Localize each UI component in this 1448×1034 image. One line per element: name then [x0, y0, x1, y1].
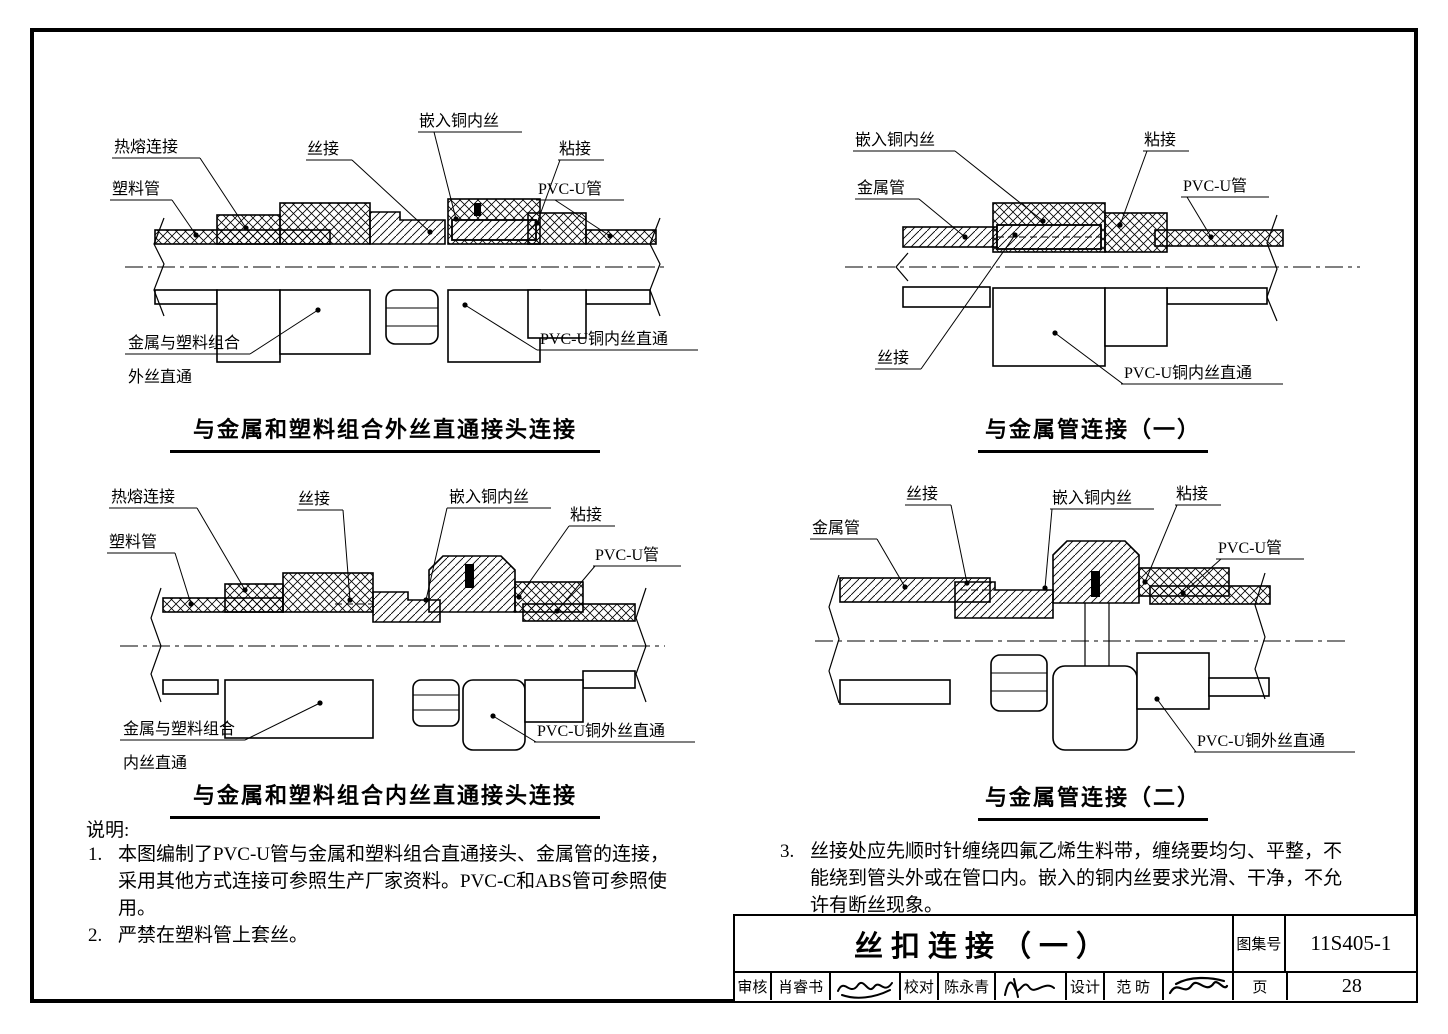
designer-label: 设计	[1065, 973, 1103, 1000]
label-pvc-fitting: PVC-U铜外丝直通	[537, 722, 665, 740]
signature-scribble	[1168, 976, 1228, 994]
label-pvc-fitting: PVC-U铜外丝直通	[1197, 732, 1325, 750]
title-block-row-1: 丝扣连接（一） 图集号 11S405-1	[735, 916, 1416, 973]
title-block-row-2: 审核 肖睿书 校对 陈永青 设计 范 昉	[735, 973, 1416, 1000]
label-pvc-pipe: PVC-U管	[538, 180, 602, 198]
proofreader-label: 校对	[899, 973, 937, 1000]
designer-signature	[1161, 973, 1233, 1000]
designer-name: 范 昉	[1102, 973, 1162, 1000]
label-adhesive: 粘接	[570, 506, 602, 524]
reviewer-name: 肖睿书	[769, 973, 830, 1000]
label-pvc-fitting: PVC-U铜内丝直通	[540, 330, 668, 348]
caption-diagram-3: 与金属和塑料组合内丝直通接头连接	[170, 778, 600, 819]
label-fitting-line2: 内丝直通	[123, 754, 187, 772]
label-pvc-pipe: PVC-U管	[595, 546, 659, 564]
page-label: 页	[1232, 973, 1286, 1000]
atlas-number-value: 11S405-1	[1310, 931, 1392, 955]
diagram-combined-external-thread: 热熔连接 塑料管 丝接 嵌入铜内丝 粘接 PVC-U管 金属与塑料组合 外丝直通…	[110, 112, 698, 386]
note-number: 3.	[780, 841, 795, 862]
label-thread: 丝接	[307, 140, 339, 158]
label-plastic-pipe: 塑料管	[112, 180, 160, 198]
leader-lines	[171, 131, 613, 355]
label-copper-insert: 嵌入铜内丝	[449, 488, 529, 506]
label-adhesive: 粘接	[1144, 131, 1176, 149]
label-fitting-line1: 金属与塑料组合	[128, 334, 240, 352]
label-adhesive: 粘接	[559, 140, 591, 158]
atlas-number-label: 图集号	[1234, 916, 1286, 971]
label-copper-insert: 嵌入铜内丝	[855, 131, 935, 149]
notes-heading: 说明:	[86, 820, 130, 841]
label-pvc-fitting: PVC-U铜内丝直通	[1124, 364, 1252, 382]
note-line: 丝接处应先顺时针缠绕四氟乙烯生料带，缠绕要均匀、平整，不	[810, 841, 1343, 862]
reviewer-label: 审核	[737, 980, 768, 996]
label-plastic-pipe: 塑料管	[109, 533, 157, 551]
label-thread: 丝接	[906, 485, 938, 503]
proofreader-signature	[994, 973, 1065, 1000]
label-metal-pipe: 金属管	[812, 519, 860, 537]
label-hot-melt: 热熔连接	[111, 488, 175, 506]
label-pvc-pipe: PVC-U管	[1183, 177, 1247, 195]
label-fitting-line2: 外丝直通	[128, 368, 192, 386]
note-line: 能绕到管头外或在管口内。嵌入的铜内丝要求光滑、干净，不允	[810, 868, 1343, 889]
note-line: 本图编制了PVC-U管与金属和塑料组合直通接头、金属管的连接，	[118, 844, 670, 865]
reviewer-signature	[829, 973, 899, 1000]
label-fitting-line1: 金属与塑料组合	[123, 720, 235, 738]
caption-diagram-2: 与金属管连接（一）	[978, 412, 1208, 453]
proofreader-name: 陈永青	[936, 973, 995, 1000]
pipe-geometry	[902, 202, 1284, 367]
title-block: 丝扣连接（一） 图集号 11S405-1 审核 肖睿书 校对 陈永青 设计	[733, 914, 1418, 1003]
note-line: 采用其他方式连接可参照生产厂家资料。PVC-C和ABS管可参照使	[118, 871, 667, 892]
note-line: 许有断丝现象。	[810, 895, 944, 916]
signature-scribble	[1003, 977, 1055, 998]
diagram-metal-pipe-connection-2: 丝接 嵌入铜内丝 粘接 金属管 PVC-U管 PVC-U铜外丝直通	[810, 485, 1355, 753]
pipe-break-marks	[895, 214, 1278, 322]
pipe-geometry	[154, 198, 657, 363]
note-line: 用。	[118, 898, 157, 919]
label-underlines	[810, 504, 1355, 753]
page-border-frame	[30, 28, 1418, 1003]
pipe-break-marks	[828, 572, 1266, 704]
pipe-break-marks	[153, 217, 661, 317]
label-underlines	[110, 131, 698, 355]
label-copper-insert: 嵌入铜内丝	[1052, 489, 1132, 507]
page-number: 28	[1285, 973, 1416, 1000]
leader-lines	[876, 504, 1222, 753]
leader-lines	[918, 150, 1214, 385]
note-line: 严禁在塑料管上套丝。	[118, 925, 309, 946]
label-adhesive: 粘接	[1176, 485, 1208, 503]
note-number: 2.	[88, 925, 103, 946]
caption-diagram-1: 与金属和塑料组合外丝直通接头连接	[170, 412, 600, 453]
label-underlines	[853, 150, 1283, 385]
sheet-title: 丝扣连接（一）	[735, 916, 1235, 971]
pipe-geometry	[162, 555, 636, 751]
label-thread: 丝接	[298, 490, 330, 508]
caption-diagram-4: 与金属管连接（二）	[978, 780, 1208, 821]
label-thread: 丝接	[877, 349, 909, 367]
leader-lines	[174, 507, 596, 743]
label-metal-pipe: 金属管	[857, 179, 905, 197]
label-copper-insert: 嵌入铜内丝	[419, 112, 499, 130]
signature-scribble	[837, 981, 894, 999]
label-hot-melt: 热熔连接	[114, 138, 178, 156]
diagram-metal-pipe-connection-1: 嵌入铜内丝 粘接 金属管 PVC-U管 丝接 PVC-U铜内丝直通	[845, 131, 1360, 385]
label-underlines	[107, 507, 695, 743]
note-number: 1.	[88, 844, 103, 865]
label-pvc-pipe: PVC-U管	[1218, 539, 1282, 557]
diagram-combined-internal-thread: 热熔连接 丝接 嵌入铜内丝 粘接 塑料管 PVC-U管 金属与塑料组合 内丝直通…	[107, 488, 695, 772]
